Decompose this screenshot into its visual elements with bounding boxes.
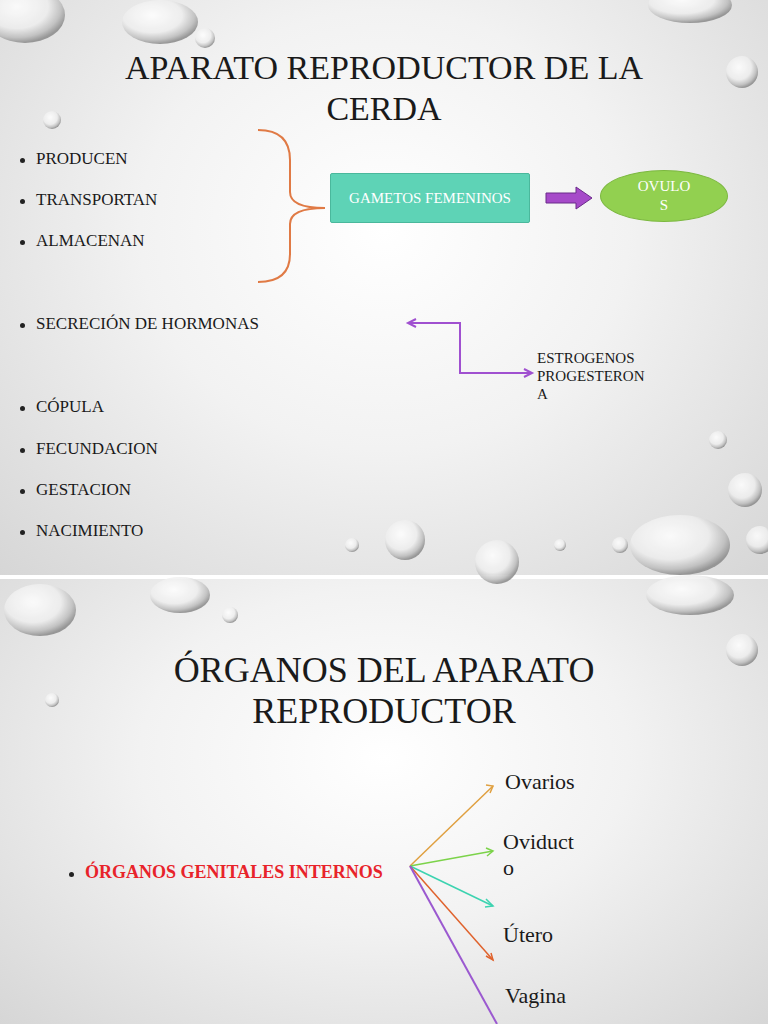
bullet-item: FECUNDACION <box>36 439 158 459</box>
bullet-item: TRANSPORTAN <box>36 190 157 210</box>
node-text: OVULO S <box>638 177 691 215</box>
node-text: GAMETOS FEMENINOS <box>349 189 511 208</box>
organ-label: Oviduct o <box>503 829 574 882</box>
bent-arrow <box>408 319 532 377</box>
bullet-item: PRODUCEN <box>36 149 128 169</box>
bullet-item: CÓPULA <box>36 397 104 417</box>
water-drops <box>0 0 768 707</box>
organ-label: Útero <box>503 922 553 948</box>
bullet-item: ALMACENAN <box>36 231 145 251</box>
process-box: GAMETOS FEMENINOS <box>330 173 530 223</box>
organ-label: Ovarios <box>505 769 575 795</box>
organ-label: Vagina <box>505 983 566 1009</box>
slide-background <box>0 579 768 1024</box>
slide-title: APARATO REPRODUCTOR DE LA CERDA <box>94 48 674 130</box>
block-arrow <box>546 187 592 209</box>
section-heading: ÓRGANOS GENITALES INTERNOS <box>85 862 383 884</box>
bullet-item: GESTACION <box>36 480 131 500</box>
arrow-shape <box>546 187 592 209</box>
bullet-dot <box>69 872 74 877</box>
curly-brace <box>258 130 325 282</box>
ellipse-node: OVULO S <box>600 170 728 222</box>
bullet-item: SECRECIÓN DE HORMONAS <box>36 314 259 334</box>
bullet-item: NACIMIENTO <box>36 521 143 541</box>
slide-title: ÓRGANOS DEL APARATO REPRODUCTOR <box>104 650 664 733</box>
leader-lines <box>410 785 497 1024</box>
hormone-label: ESTROGENOS PROGESTERON A <box>537 349 645 403</box>
